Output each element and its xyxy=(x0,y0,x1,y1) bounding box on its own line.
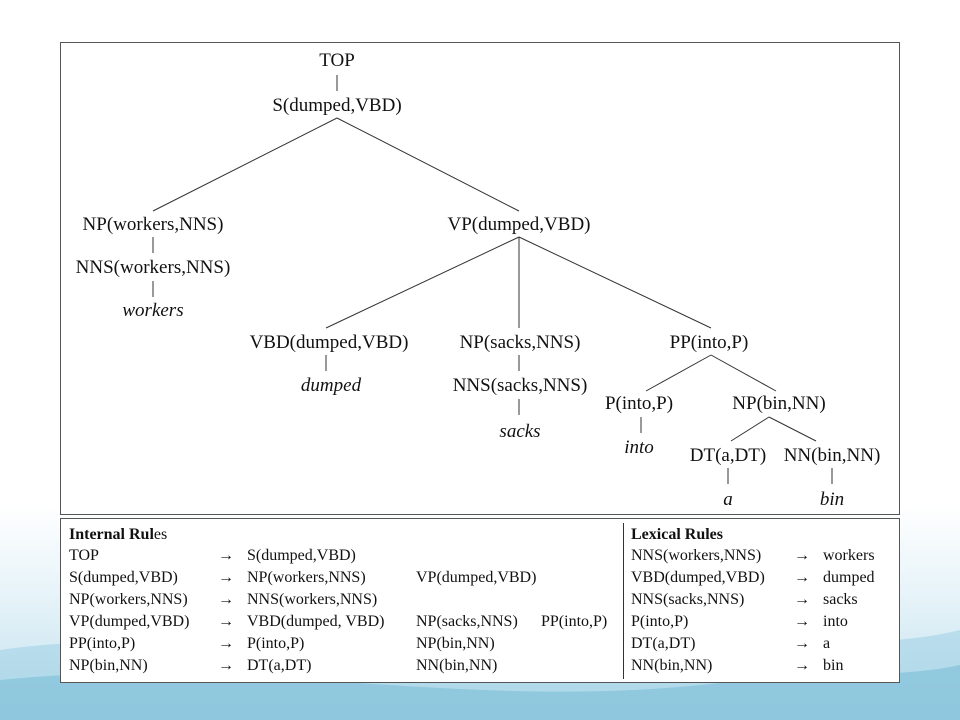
lex-rhs: sacks xyxy=(823,591,858,608)
lex-lhs: NNS(sacks,NNS) xyxy=(631,591,745,608)
rule-rhs3: PP(into,P) xyxy=(541,613,608,630)
lex-rhs: bin xyxy=(823,657,844,674)
rule-rhs2: NP(sacks,NNS) xyxy=(416,613,518,630)
rule-lhs: NP(workers,NNS) xyxy=(69,591,188,608)
rule-lhs: S(dumped,VBD) xyxy=(69,569,178,586)
word-a: a xyxy=(723,489,733,510)
internal-rules-header: Internal Rules xyxy=(69,525,167,545)
rule-rhs2: NN(bin,NN) xyxy=(416,657,498,674)
edge-npbin-dt xyxy=(730,416,770,442)
lex-arrow: → xyxy=(794,657,810,674)
lex-arrow: → xyxy=(794,569,810,586)
node-pp: PP(into,P) xyxy=(670,332,749,353)
rule-lhs: TOP xyxy=(69,547,99,564)
rule-arrow: → xyxy=(218,569,234,586)
lex-arrow: → xyxy=(794,635,810,652)
tree-edges xyxy=(152,75,833,484)
edge-s-np xyxy=(152,117,338,212)
word-workers: workers xyxy=(122,300,183,321)
rule-lhs: NP(bin,NN) xyxy=(69,657,148,674)
rule-rhs1: NNS(workers,NNS) xyxy=(247,591,378,608)
node-nn: NN(bin,NN) xyxy=(784,445,881,466)
rules-table: Internal Rules TOP → S(dumped,VBD) S(dum… xyxy=(60,518,900,683)
node-top: TOP xyxy=(319,50,355,71)
rule-rhs1: VBD(dumped, VBD) xyxy=(247,613,385,630)
rule-rhs1: S(dumped,VBD) xyxy=(247,547,356,564)
lex-arrow: → xyxy=(794,547,810,564)
word-sacks: sacks xyxy=(499,421,540,442)
lex-arrow: → xyxy=(794,613,810,630)
lex-arrow: → xyxy=(794,591,810,608)
node-s: S(dumped,VBD) xyxy=(272,95,401,116)
rule-arrow: → xyxy=(218,591,234,608)
lex-lhs: P(into,P) xyxy=(631,613,689,630)
rule-arrow: → xyxy=(218,547,234,564)
rule-rhs1: P(into,P) xyxy=(247,635,305,652)
edge-s-vp xyxy=(336,117,520,212)
lex-lhs: NNS(workers,NNS) xyxy=(631,547,762,564)
lex-rhs: dumped xyxy=(823,569,875,586)
rule-rhs1: NP(workers,NNS) xyxy=(247,569,366,586)
rule-rhs2: NP(bin,NN) xyxy=(416,635,495,652)
parse-tree: TOP S(dumped,VBD) NP(workers,NNS) VP(dum… xyxy=(76,50,881,510)
edge-pp-npbin xyxy=(710,354,777,392)
word-into: into xyxy=(624,437,654,458)
internal-rules-header-rest: es xyxy=(153,526,168,543)
lexical-rules-header: Lexical Rules xyxy=(631,526,723,543)
edge-pp-p xyxy=(645,354,712,392)
node-nns-sacks: NNS(sacks,NNS) xyxy=(453,375,588,396)
edge-vp-pp xyxy=(518,236,712,329)
lex-lhs: DT(a,DT) xyxy=(631,635,696,652)
node-np-bin: NP(bin,NN) xyxy=(732,393,825,414)
lex-rhs: workers xyxy=(823,547,875,564)
node-np-sacks: NP(sacks,NNS) xyxy=(460,332,581,353)
node-vbd: VBD(dumped,VBD) xyxy=(250,332,409,353)
rule-rhs2: VP(dumped,VBD) xyxy=(416,569,537,586)
rule-lhs: PP(into,P) xyxy=(69,635,136,652)
rule-arrow: → xyxy=(218,613,234,630)
rule-arrow: → xyxy=(218,635,234,652)
rules-divider xyxy=(623,523,624,679)
lex-lhs: NN(bin,NN) xyxy=(631,657,713,674)
edge-npbin-nn xyxy=(768,416,817,442)
node-nns-workers: NNS(workers,NNS) xyxy=(76,257,231,278)
word-dumped: dumped xyxy=(301,375,362,396)
node-p: P(into,P) xyxy=(605,393,673,414)
internal-rules-header-bold: Internal Rul xyxy=(69,526,154,543)
node-np-workers: NP(workers,NNS) xyxy=(83,214,224,235)
lex-rhs: a xyxy=(823,635,831,652)
edge-vp-vbd xyxy=(325,236,520,329)
rule-rhs1: DT(a,DT) xyxy=(247,657,312,674)
lex-rhs: into xyxy=(823,613,848,630)
rule-arrow: → xyxy=(218,657,234,674)
tree-nodes: TOP S(dumped,VBD) NP(workers,NNS) VP(dum… xyxy=(76,50,881,510)
parse-tree-panel: TOP S(dumped,VBD) NP(workers,NNS) VP(dum… xyxy=(60,42,900,515)
node-dt: DT(a,DT) xyxy=(690,445,767,466)
node-vp: VP(dumped,VBD) xyxy=(447,214,590,235)
rule-lhs: VP(dumped,VBD) xyxy=(69,613,190,630)
lex-lhs: VBD(dumped,VBD) xyxy=(631,569,765,586)
word-bin: bin xyxy=(820,489,844,510)
